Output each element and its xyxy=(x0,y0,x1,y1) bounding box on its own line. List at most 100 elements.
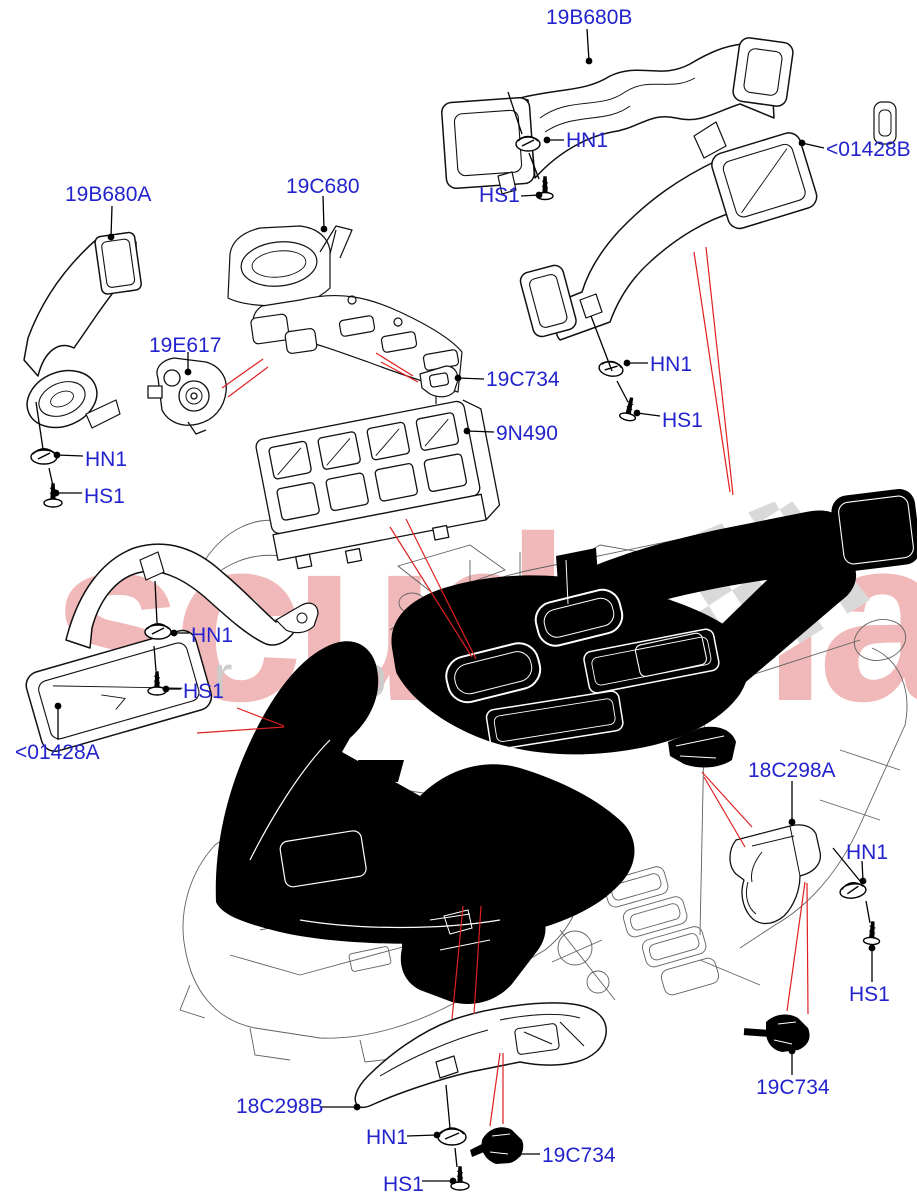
label-leader-19C734-mid xyxy=(457,377,485,380)
leader-dot-HN1-top xyxy=(543,136,551,144)
duct-01428B-illustration xyxy=(519,101,897,341)
leader-dot-01428B xyxy=(798,139,806,147)
part-label-9N490[interactable]: 9N490 xyxy=(496,422,558,445)
leader-dot-HN1-far-right xyxy=(859,877,867,885)
connector-line-6 xyxy=(590,315,613,372)
red-leader-line-7 xyxy=(196,726,285,734)
leader-dot-18C298A xyxy=(788,818,796,826)
label-leader-HN1-bottom xyxy=(406,1134,438,1137)
part-label-18C298A[interactable]: 18C298A xyxy=(748,759,836,782)
leader-dot-19C680 xyxy=(320,225,328,233)
part-19C734-mid-illustration xyxy=(419,365,459,404)
duct-18C298B-illustration xyxy=(354,1002,607,1109)
connector-line-9 xyxy=(865,900,871,924)
clip-hn1-top xyxy=(515,135,541,152)
leader-dot-HS1-far-right xyxy=(868,944,876,952)
label-leader-19B680B xyxy=(586,28,590,62)
leader-dot-19C734-right xyxy=(788,1047,796,1055)
leader-dot-HN1-mid xyxy=(170,629,178,637)
red-leader-line-10 xyxy=(701,771,753,828)
leader-dot-HN1-bottom xyxy=(433,1131,441,1139)
connector-line-3 xyxy=(48,467,54,487)
clip-hn1-left xyxy=(30,448,58,465)
red-leader-line-11 xyxy=(703,776,746,848)
part-label-01428B[interactable]: <01428B xyxy=(826,138,911,161)
label-leader-01428B xyxy=(801,142,825,149)
part-label-HS1-bottom[interactable]: HS1 xyxy=(383,1173,424,1196)
clip-hn1-mid xyxy=(144,623,172,640)
red-leader-line-12 xyxy=(786,881,806,1012)
connector-line-11 xyxy=(454,1147,458,1168)
part-label-19E617[interactable]: 19E617 xyxy=(149,334,222,357)
part-label-18C298B[interactable]: 18C298B xyxy=(236,1095,324,1118)
connector-line-4 xyxy=(154,580,158,624)
red-leader-line-0 xyxy=(221,358,264,389)
clip-hn1-far-right xyxy=(839,882,867,899)
connector-line-0 xyxy=(507,91,523,135)
red-leader-line-2 xyxy=(375,352,414,377)
part-label-19C734-right[interactable]: 19C734 xyxy=(756,1076,830,1099)
part-label-HS1-left[interactable]: HS1 xyxy=(84,485,125,508)
leader-dot-HS1-right xyxy=(633,409,641,417)
red-leader-line-8 xyxy=(693,251,731,493)
screw-hs1-far-right xyxy=(862,921,881,946)
leader-lines xyxy=(35,28,876,1185)
label-leader-HS1-right xyxy=(636,412,661,417)
leader-dot-9N490 xyxy=(463,427,471,435)
screw-hs1-bottom xyxy=(450,1166,470,1191)
leader-dot-19C734-mid xyxy=(454,374,462,382)
label-leader-HN1-left xyxy=(56,454,84,457)
duct-9N490-illustration xyxy=(255,399,501,570)
leader-dot-HS1-left xyxy=(52,489,60,497)
connector-line-2 xyxy=(35,401,44,450)
leader-dot-19C734-bottom xyxy=(514,1150,522,1158)
duct-19B680A-illustration xyxy=(23,231,142,429)
part-label-19C734-bottom[interactable]: 19C734 xyxy=(542,1144,616,1167)
leader-dot-19B680A xyxy=(107,233,115,241)
part-label-19C680[interactable]: 19C680 xyxy=(286,175,360,198)
part-label-HS1-mid[interactable]: HS1 xyxy=(183,680,224,703)
part-label-HN1-top[interactable]: HN1 xyxy=(566,129,609,152)
part-label-19C734-mid[interactable]: 19C734 xyxy=(486,368,560,391)
label-leader-19B680A xyxy=(110,205,113,238)
screw-hs1-right xyxy=(618,397,637,422)
red-leader-line-6 xyxy=(236,707,285,727)
connector-line-5 xyxy=(153,645,157,672)
duct-19B680B-illustration xyxy=(441,37,794,195)
leader-dot-HN1-left xyxy=(53,451,61,459)
part-label-HN1-left[interactable]: HN1 xyxy=(85,448,128,471)
part-label-19B680B[interactable]: 19B680B xyxy=(546,6,633,29)
vent-assembly-19C680-illustration xyxy=(227,225,463,393)
leader-dot-HN1-right xyxy=(623,359,631,367)
red-leader-line-4 xyxy=(389,526,473,658)
connector-line-7 xyxy=(616,380,629,403)
red-leader-line-15 xyxy=(473,905,482,1015)
part-label-19B680A[interactable]: 19B680A xyxy=(65,183,152,206)
label-leader-19C680 xyxy=(322,195,325,230)
installed-duct-silhouettes xyxy=(215,488,917,1164)
part-label-HN1-right[interactable]: HN1 xyxy=(650,353,693,376)
part-label-HS1-top[interactable]: HS1 xyxy=(479,184,520,207)
duct-18C298A-illustration xyxy=(729,824,822,925)
actuator-19E617-illustration xyxy=(147,357,227,435)
leader-dot-18C298B xyxy=(353,1103,361,1111)
red-leader-line-9 xyxy=(705,246,734,496)
leader-dot-HS1-bottom xyxy=(449,1177,457,1185)
part-label-HS1-far-right[interactable]: HS1 xyxy=(849,983,890,1006)
connector-line-1 xyxy=(528,152,540,180)
leader-dot-HS1-mid xyxy=(162,685,170,693)
red-leader-line-3 xyxy=(380,361,419,383)
part-label-HN1-bottom[interactable]: HN1 xyxy=(366,1126,409,1149)
part-label-01428A[interactable]: <01428A xyxy=(15,741,100,764)
label-leader-9N490 xyxy=(466,430,495,433)
connector-line-10 xyxy=(445,1084,451,1129)
leader-dot-01428A xyxy=(54,702,62,710)
part-label-HS1-right[interactable]: HS1 xyxy=(662,409,703,432)
part-label-HN1-mid[interactable]: HN1 xyxy=(191,624,234,647)
part-label-HN1-far-right[interactable]: HN1 xyxy=(846,841,889,864)
red-leader-line-5 xyxy=(405,518,477,660)
leader-dot-19E617 xyxy=(184,368,192,376)
red-leader-line-1 xyxy=(227,366,269,398)
